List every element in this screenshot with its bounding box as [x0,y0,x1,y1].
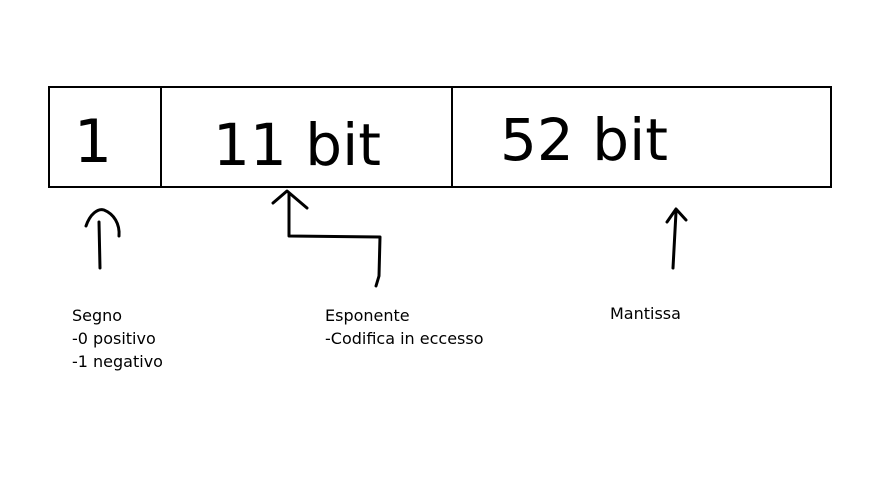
exponent-bit-count: 11 bit [213,111,381,179]
sign-arrow-icon [84,208,121,270]
mantissa-arrow-icon [665,207,688,270]
exponent-label-title: Esponente [325,306,410,325]
mantissa-bit-count: 52 bit [500,106,668,174]
exponent-label: Esponente -Codifica in eccesso [325,304,484,350]
sign-label-negative: -1 negativo [72,352,163,371]
sign-label-title: Segno [72,306,123,325]
bit-field-box [48,86,832,188]
mantissa-label: Mantissa [610,302,681,325]
mantissa-label-title: Mantissa [610,304,681,323]
sign-label-positive: -0 positivo [72,329,156,348]
sign-bit-count: 1 [74,107,112,177]
exponent-label-encoding: -Codifica in eccesso [325,329,484,348]
exponent-arrow-icon [271,189,382,288]
sign-label: Segno -0 positivo -1 negativo [72,304,163,373]
